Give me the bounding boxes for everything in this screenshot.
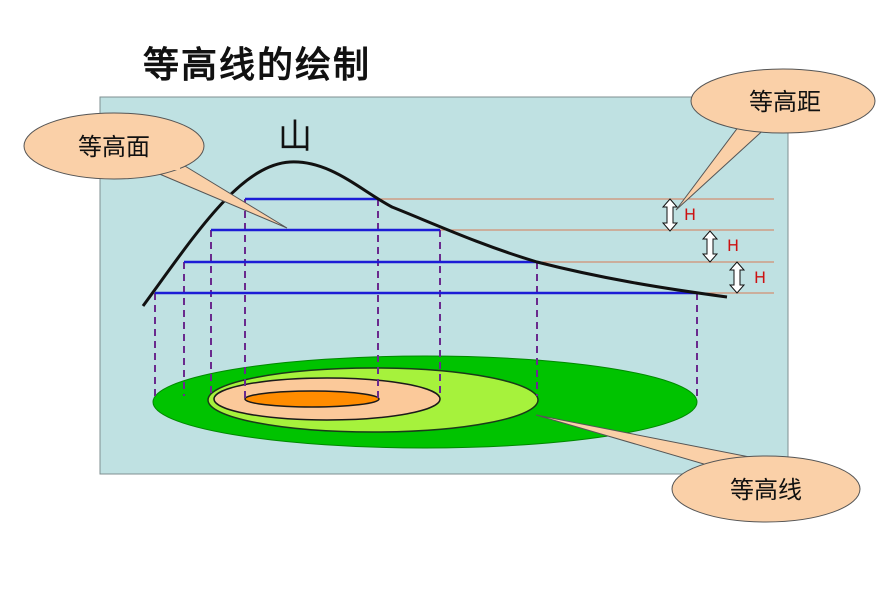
interval-mark: H (684, 205, 696, 224)
callout-contour-label: 等高线 (730, 476, 802, 504)
page-title: 等高线的绘制 (143, 45, 372, 86)
projection-lines (154, 199, 698, 400)
double-arrow-icon (701, 230, 719, 263)
callout-surface-label: 等高面 (78, 133, 150, 161)
level-lines (155, 197, 697, 295)
interval-mark: H (727, 236, 739, 255)
double-arrow-icon (661, 198, 679, 232)
contour-ring-top (244, 390, 380, 408)
mountain-label: 山 (278, 117, 312, 157)
callout-interval-label: 等高距 (749, 88, 821, 116)
interval-arrows (661, 198, 746, 294)
hill-profile (141, 160, 728, 307)
callout-contour: 等高线 (535, 414, 861, 523)
datum-lines (378, 198, 774, 294)
interval-mark: H (754, 268, 766, 287)
double-arrow-icon (728, 261, 746, 294)
callout-surface: 等高面 (23, 112, 288, 229)
callout-interval: 等高距 (675, 68, 876, 211)
